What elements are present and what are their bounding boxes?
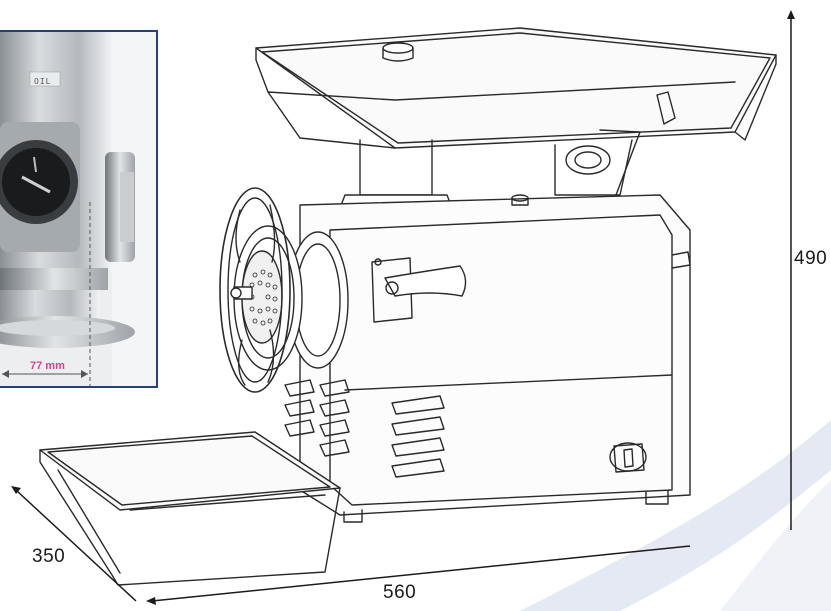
hopper-tray: [255, 27, 777, 149]
depth-arrow: [11, 486, 137, 602]
collection-pan: [39, 431, 341, 586]
oil-label: OIL: [34, 77, 52, 86]
front-vents: [391, 395, 445, 478]
side-vents: [284, 379, 350, 457]
grinding-head: [230, 225, 349, 371]
width-dimension-label: 560: [383, 582, 417, 603]
height-dimension-label: 490: [794, 248, 828, 269]
depth-dimension-label: 350: [32, 546, 66, 567]
side-handle: [371, 257, 467, 323]
measurement-label: 77 mm: [30, 360, 65, 372]
hand-wheel: [219, 187, 291, 393]
width-arrow: [146, 545, 691, 605]
height-arrow: [787, 10, 795, 530]
detail-inset-photo: OIL 77 mm: [0, 30, 158, 388]
power-switch: [609, 442, 647, 473]
